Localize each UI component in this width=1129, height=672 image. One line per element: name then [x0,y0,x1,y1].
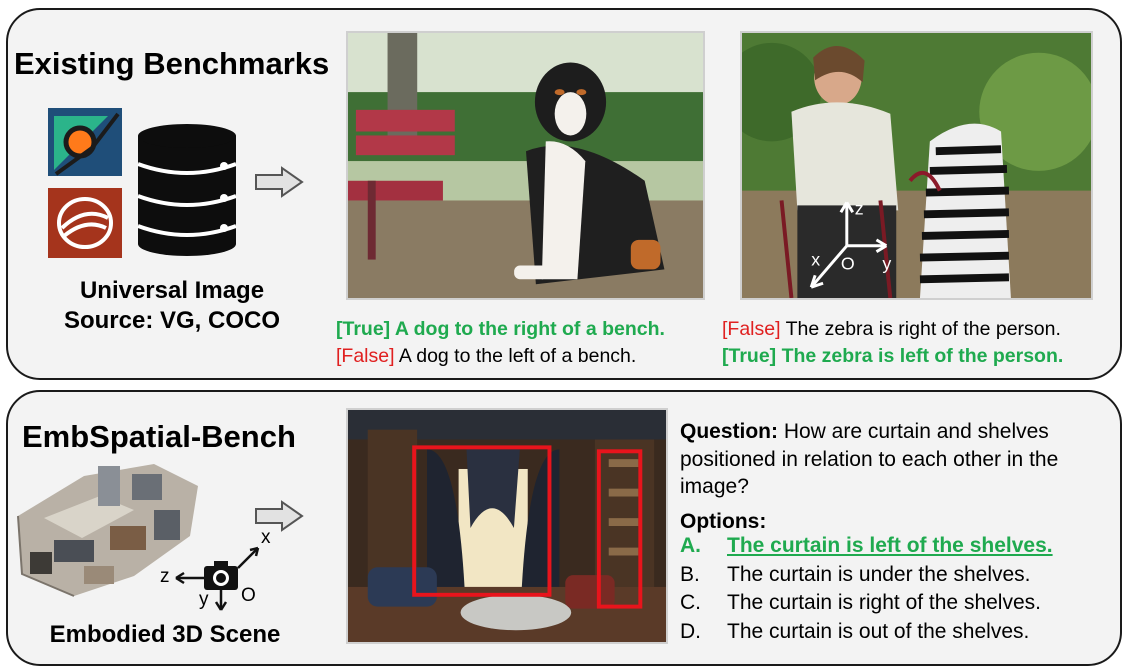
option-letter: A. [680,534,701,557]
question-body: How are curtain and shelves positioned i… [680,420,1059,498]
zebra-axis-o-label: O [841,253,855,273]
existing-benchmarks-title: Existing Benchmarks [14,46,330,81]
zebra-person-photo: z x O y [740,31,1093,300]
option-text: The curtain is left of the shelves. [727,534,1053,557]
coco-logo-icon [48,188,122,258]
embodied-scene-label: Embodied 3D Scene [49,621,281,648]
axis-x-label: x [261,527,271,548]
option-c: C. The curtain is right of the shelves. [680,591,1041,615]
zebra-axis-z-label: z [855,198,864,218]
embspatial-bench-title: EmbSpatial-Bench [22,419,296,454]
option-a: A. The curtain is left of the shelves. [680,534,1053,558]
image-source-line-1: Universal Image [79,277,265,304]
true-tag: [True] [722,345,777,367]
question-text: Question: How are curtain and shelves po… [680,418,1110,501]
axis-y-label: y [199,589,209,610]
image-source-line-2: Source: VG, COCO [63,307,281,334]
axis-origin-label: O [241,585,256,606]
option-text: The curtain is out of the shelves. [727,620,1030,643]
option-text: The curtain is right of the shelves. [727,591,1041,614]
right-arrow-icon [255,166,304,198]
true-text: A dog to the right of a bench. [390,318,665,340]
right-arrow-icon [255,500,304,532]
zebra-false-statement: [False] The zebra is right of the person… [722,318,1061,341]
options-label: Options: [680,510,767,533]
false-text: The zebra is right of the person. [780,318,1061,340]
room-photo [346,408,668,644]
true-tag: [True] [336,318,391,340]
zebra-axis-y-label: y [882,253,891,273]
false-text: A dog to the left of a bench. [394,345,637,367]
option-letter: B. [680,563,700,586]
true-text: The zebra is left of the person. [776,345,1064,367]
option-d: D. The curtain is out of the shelves. [680,620,1029,644]
dog-bench-photo [346,31,705,300]
zebra-axis-x-label: x [811,250,820,270]
option-letter: D. [680,620,701,643]
option-text: The curtain is under the shelves. [727,563,1031,586]
question-label: Question: [680,420,778,443]
vg-logo-icon [48,108,122,176]
image-source-label: Universal Image Source: VG, COCO [22,276,322,336]
option-b: B. The curtain is under the shelves. [680,563,1031,587]
dog-true-statement: [True] A dog to the right of a bench. [336,318,665,341]
zebra-true-statement: [True] The zebra is left of the person. [722,345,1063,368]
false-tag: [False] [722,318,781,340]
axis-z-label: z [160,566,170,587]
3d-scene-icon [17,464,198,597]
false-tag: [False] [336,345,395,367]
camera-axes-icon [175,546,260,611]
option-letter: C. [680,591,701,614]
dog-false-statement: [False] A dog to the left of a bench. [336,345,636,368]
database-icon [137,124,237,256]
